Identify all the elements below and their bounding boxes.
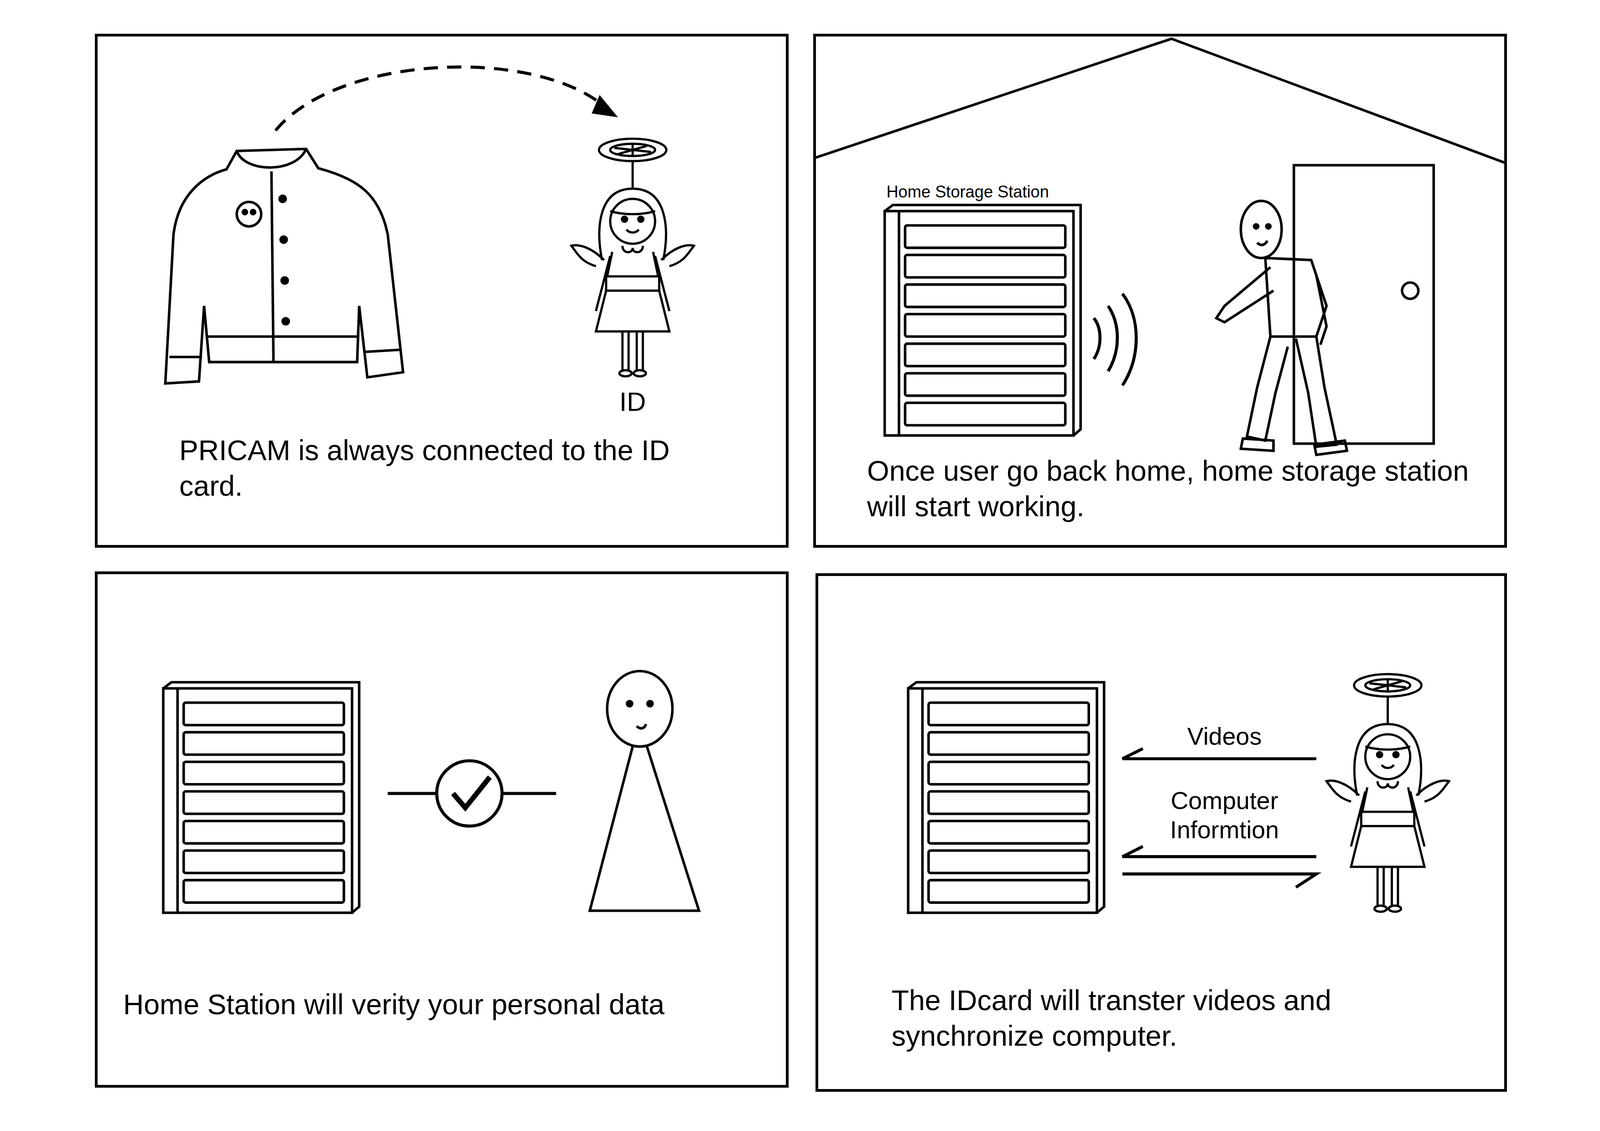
- walking-person: [1314, 440, 1348, 455]
- verified-check: [502, 791, 557, 795]
- user-figure: [589, 746, 699, 911]
- signal-waves: [1108, 306, 1118, 372]
- signal-waves: [1093, 318, 1100, 359]
- walking-person: [1257, 240, 1268, 245]
- caption-text: PRICAM is always connected to the ID car…: [179, 432, 721, 504]
- walking-person: [1216, 201, 1347, 456]
- storage-rack: [908, 682, 1105, 913]
- caption-text: Home Station will verity your personal d…: [123, 986, 777, 1023]
- jacket: [242, 210, 247, 215]
- walking-person: [1246, 336, 1288, 441]
- door: [1293, 165, 1434, 444]
- verified-check: [452, 777, 490, 808]
- user-figure: [647, 701, 653, 707]
- jacket: [271, 171, 274, 363]
- dashed-arrow: [275, 67, 604, 131]
- jacket: [207, 335, 358, 338]
- storage-station: Home Storage Station: [882, 179, 1102, 447]
- verified-check: [387, 791, 437, 795]
- caption-text: Once user go back home, home storage sta…: [867, 452, 1495, 525]
- angel-figure: [571, 138, 694, 377]
- angel-figure: [1326, 674, 1449, 912]
- user-figure: [627, 701, 633, 707]
- jacket: [169, 355, 203, 359]
- story-panel: PRICAM is always connected to the ID car…: [94, 33, 789, 549]
- signal-waves: [1122, 293, 1137, 386]
- story-panel: Home Station will verity your personal d…: [94, 571, 789, 1088]
- walking-person: [1265, 258, 1327, 337]
- jacket: [165, 148, 403, 384]
- transfer-arrows: [1122, 748, 1317, 759]
- door: [1293, 165, 1434, 444]
- transfer-arrows: [1122, 748, 1317, 888]
- house-roof: [814, 38, 1507, 164]
- jacket: [236, 202, 262, 227]
- house-roof: [814, 38, 1507, 164]
- walking-person: [1254, 224, 1259, 229]
- transfer-arrows: [1122, 846, 1317, 857]
- walking-person: [1240, 438, 1274, 452]
- caption-text: Home Storage Station: [886, 181, 1101, 203]
- walking-person: [1316, 275, 1327, 345]
- id-label: ID: [597, 385, 669, 418]
- walking-person: [1295, 336, 1337, 447]
- user-figure: [589, 670, 699, 911]
- flow-label: Videos: [1132, 721, 1317, 751]
- transfer-arrows: [1122, 873, 1317, 888]
- walking-person: [1240, 201, 1282, 259]
- story-panel: The IDcard will transter videos and sync…: [815, 573, 1508, 1092]
- dashed-arrow: [593, 98, 615, 116]
- walking-person: [1216, 267, 1274, 323]
- story-panel: Once user go back home, home storage sta…: [813, 33, 1507, 549]
- signal-waves: [1093, 293, 1137, 386]
- user-figure: [607, 670, 673, 747]
- jacket: [282, 318, 289, 325]
- jacket: [279, 195, 286, 202]
- dashed-arrow: [275, 67, 615, 131]
- door: [1402, 282, 1419, 299]
- verified-check: [436, 760, 503, 826]
- jacket: [281, 277, 288, 284]
- caption-text: The IDcard will transter videos and sync…: [891, 982, 1448, 1055]
- jacket: [165, 148, 403, 384]
- jacket: [236, 148, 307, 168]
- walking-person: [1266, 224, 1271, 229]
- flow-label: Computer Informtion: [1148, 785, 1302, 845]
- user-figure: [636, 724, 646, 729]
- verified-check: [387, 760, 556, 826]
- jacket: [365, 349, 400, 352]
- storage-rack: [884, 204, 1081, 436]
- storage-rack: [163, 682, 360, 913]
- jacket: [250, 210, 255, 215]
- jacket: [280, 236, 287, 243]
